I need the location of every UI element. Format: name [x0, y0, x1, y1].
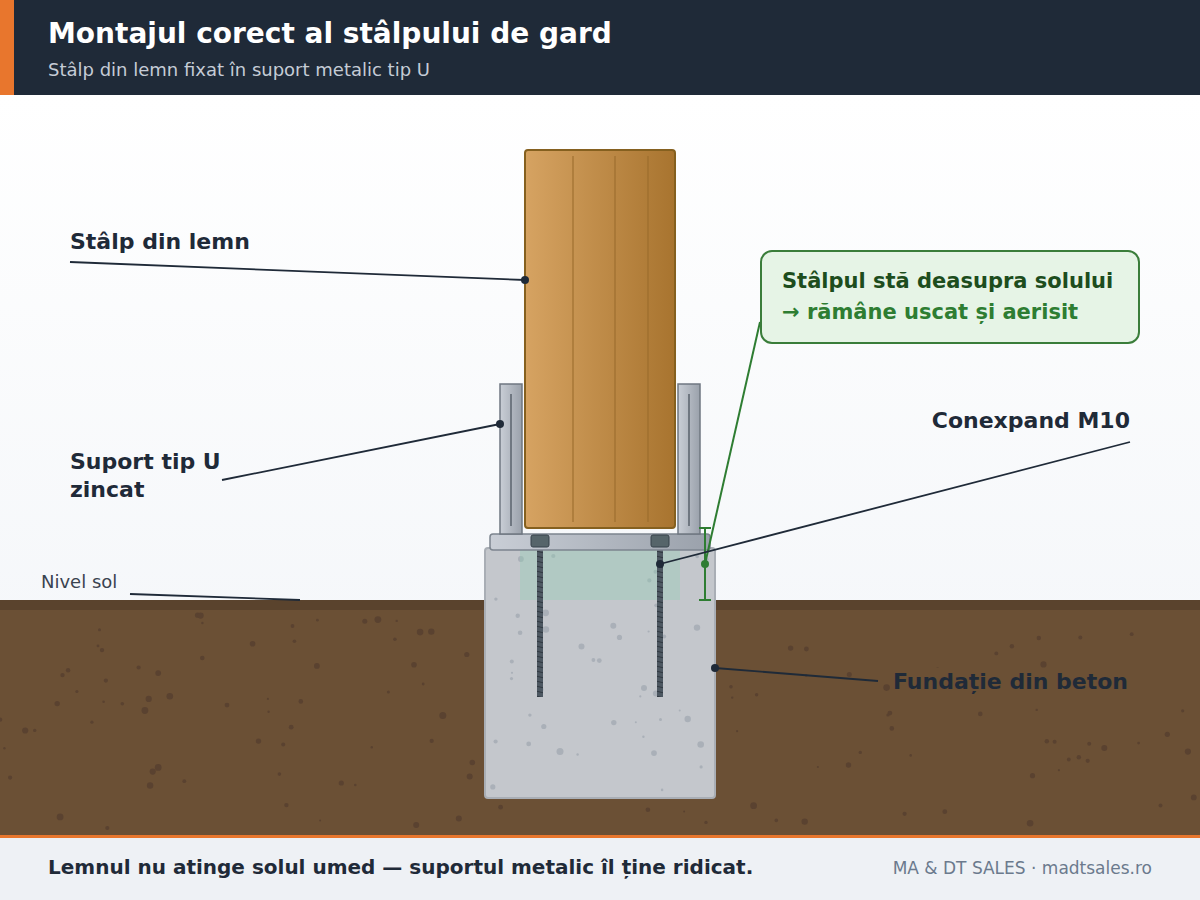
callout-body: → rămâne uscat și aerisit — [782, 297, 1118, 328]
title: Montajul corect al stâlpului de gard — [48, 14, 612, 54]
ground-label: Nivel sol — [41, 570, 117, 594]
part-label: Fundație din beton — [891, 668, 1130, 696]
part-label: Suport tip U zincat — [70, 448, 245, 504]
caption: Lemnul nu atinge solul umed — suportul m… — [48, 853, 753, 881]
callout-box: Stâlpul stă deasupra solului→ rămâne usc… — [760, 250, 1140, 344]
part-label: Stâlp din lemn — [70, 228, 250, 256]
subtitle: Stâlp din lemn fixat în suport metalic t… — [48, 58, 430, 82]
part-label: Conexpand M10 — [932, 407, 1130, 435]
brand: MA & DT SALES · madtsales.ro — [893, 856, 1152, 880]
callout-heading: Stâlpul stă deasupra solului — [782, 266, 1118, 297]
